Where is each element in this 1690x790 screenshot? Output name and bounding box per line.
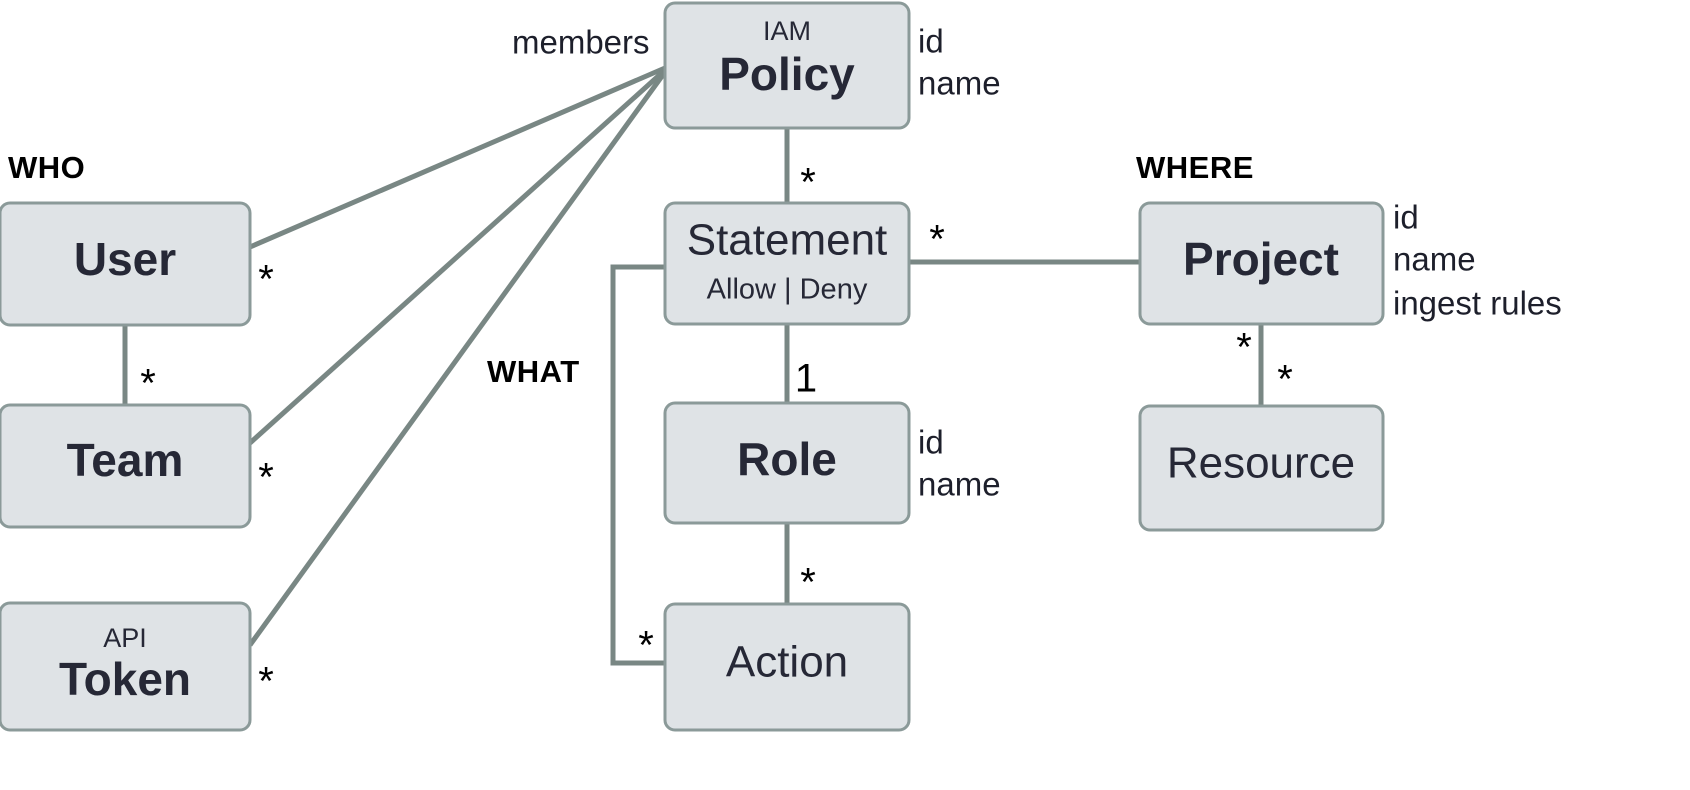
node-team[interactable]: Team [0, 403, 252, 529]
attribute-layer: id name id name id name ingest rules [918, 23, 1562, 503]
edge-layer [122, 65, 1264, 666]
multiplicity-role-action: * [800, 561, 816, 605]
multiplicity-statement-role: 1 [795, 357, 817, 401]
node-user-title: User [74, 233, 176, 285]
edge-user-policy [249, 65, 666, 250]
node-policy[interactable]: IAM Policy [663, 1, 911, 130]
node-role[interactable]: Role [663, 401, 911, 525]
node-policy-kicker: IAM [763, 16, 811, 46]
node-user-box[interactable] [0, 201, 252, 327]
node-policy-box[interactable] [663, 1, 911, 130]
node-team-box[interactable] [0, 403, 252, 529]
group-label-where: WHERE [1136, 150, 1254, 185]
node-resource-box[interactable] [1138, 404, 1385, 532]
edge-team-policy [248, 68, 667, 445]
group-label-layer: WHO WHAT WHERE [8, 150, 1254, 389]
multiplicity-statement-action: * [638, 624, 654, 668]
group-label-who: WHO [8, 150, 85, 185]
node-role-box[interactable] [663, 401, 911, 525]
node-statement-subtitle: Allow | Deny [707, 274, 868, 306]
attr-role-name: name [918, 466, 1001, 503]
node-project[interactable]: Project [1138, 201, 1385, 326]
node-action-box[interactable] [663, 602, 911, 732]
node-layer: IAM Policy User Team API Token [0, 1, 1385, 732]
node-user[interactable]: User [0, 201, 252, 327]
group-label-what: WHAT [487, 354, 580, 389]
node-resource-title: Resource [1167, 439, 1355, 488]
edge-label-members: members [512, 24, 650, 61]
node-team-title: Team [67, 434, 184, 486]
multiplicity-team-policy: * [258, 456, 274, 500]
node-project-title: Project [1183, 233, 1339, 285]
attr-policy-id: id [918, 23, 944, 60]
node-api-token-title: Token [59, 653, 191, 705]
multiplicity-user-team: * [140, 362, 156, 406]
node-action-title: Action [726, 638, 848, 687]
multiplicity-layer: * * * * * * 1 * * * * [140, 161, 1293, 704]
multiplicity-project-resource-bottom: * [1277, 358, 1293, 402]
node-resource[interactable]: Resource [1138, 404, 1385, 532]
multiplicity-policy-statement: * [800, 161, 816, 205]
node-statement-title: Statement [687, 216, 888, 265]
node-api-token[interactable]: API Token [0, 601, 252, 732]
node-api-token-kicker: API [103, 623, 147, 653]
node-role-title: Role [737, 433, 837, 485]
node-action[interactable]: Action [663, 602, 911, 732]
attr-project-name: name [1393, 241, 1476, 278]
attr-project-id: id [1393, 199, 1419, 236]
attr-project-ingest-rules: ingest rules [1393, 285, 1562, 322]
node-project-box[interactable] [1138, 201, 1385, 326]
node-statement[interactable]: Statement Allow | Deny [663, 201, 911, 326]
attr-policy-name: name [918, 65, 1001, 102]
edge-statement-action [610, 264, 665, 666]
node-statement-box[interactable] [663, 201, 911, 326]
multiplicity-project-resource-top: * [1236, 326, 1252, 370]
edge-label-layer: members [512, 24, 650, 61]
node-api-token-box[interactable] [0, 601, 252, 732]
multiplicity-token-policy: * [258, 660, 274, 704]
attr-role-id: id [918, 424, 944, 461]
edge-token-policy [247, 70, 668, 647]
multiplicity-user-policy: * [258, 258, 274, 302]
multiplicity-statement-project: * [929, 218, 945, 262]
node-policy-title: Policy [719, 48, 855, 100]
